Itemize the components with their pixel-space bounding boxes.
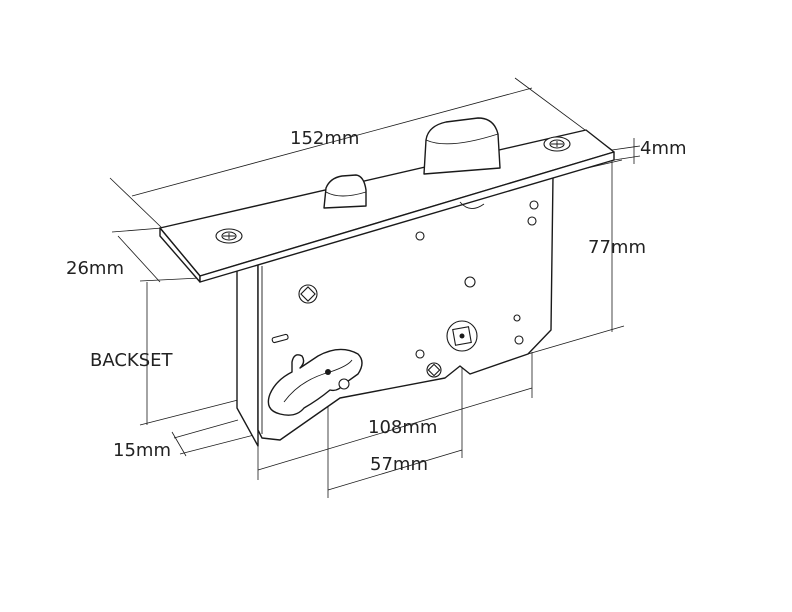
center-distance-dimension-line (327, 449, 463, 491)
length-label: 152mm (290, 128, 359, 149)
extension-line (173, 419, 239, 439)
extension-line (613, 155, 641, 161)
case-slot (271, 333, 289, 344)
length-dimension-line (131, 87, 533, 197)
case-depth-dimension-line (257, 387, 533, 471)
case-hole (464, 276, 476, 288)
deadbolt (423, 117, 501, 175)
offset-label: 15mm (113, 440, 171, 461)
faceplate-screw-left (215, 228, 243, 244)
lock-case-side (236, 261, 259, 447)
faceplate-width-label: 26mm (66, 258, 124, 279)
backset-label: BACKSET (90, 350, 174, 371)
square-spindle-hole-lower (426, 362, 442, 378)
extension-line (109, 177, 163, 229)
faceplate-thickness-label: 4mm (640, 138, 687, 159)
height-label: 77mm (588, 237, 646, 258)
extension-line (139, 399, 239, 426)
case-hole (415, 349, 425, 359)
faceplate-screw-right (543, 136, 571, 152)
case-hole (527, 216, 537, 226)
extension-line (179, 433, 259, 455)
case-hole (529, 200, 539, 210)
case-depth-label: 108mm (368, 417, 437, 438)
faceplate-side-edge (199, 151, 615, 283)
offset-dimension-line (171, 431, 187, 457)
extension-line (527, 325, 625, 355)
center-distance-label: 57mm (370, 454, 428, 475)
euro-cylinder-cutout (267, 348, 363, 416)
extension-line (111, 227, 163, 233)
case-hole (415, 231, 425, 241)
case-hole (514, 335, 524, 345)
extension-line (139, 277, 201, 282)
square-spindle-hole-upper (298, 284, 318, 304)
faceplate-width-dimension-line (117, 235, 161, 283)
extension-line (611, 145, 641, 151)
case-notch (459, 201, 485, 209)
case-hole (513, 314, 521, 322)
latch-bolt (323, 174, 367, 209)
handle-follower (446, 320, 478, 352)
